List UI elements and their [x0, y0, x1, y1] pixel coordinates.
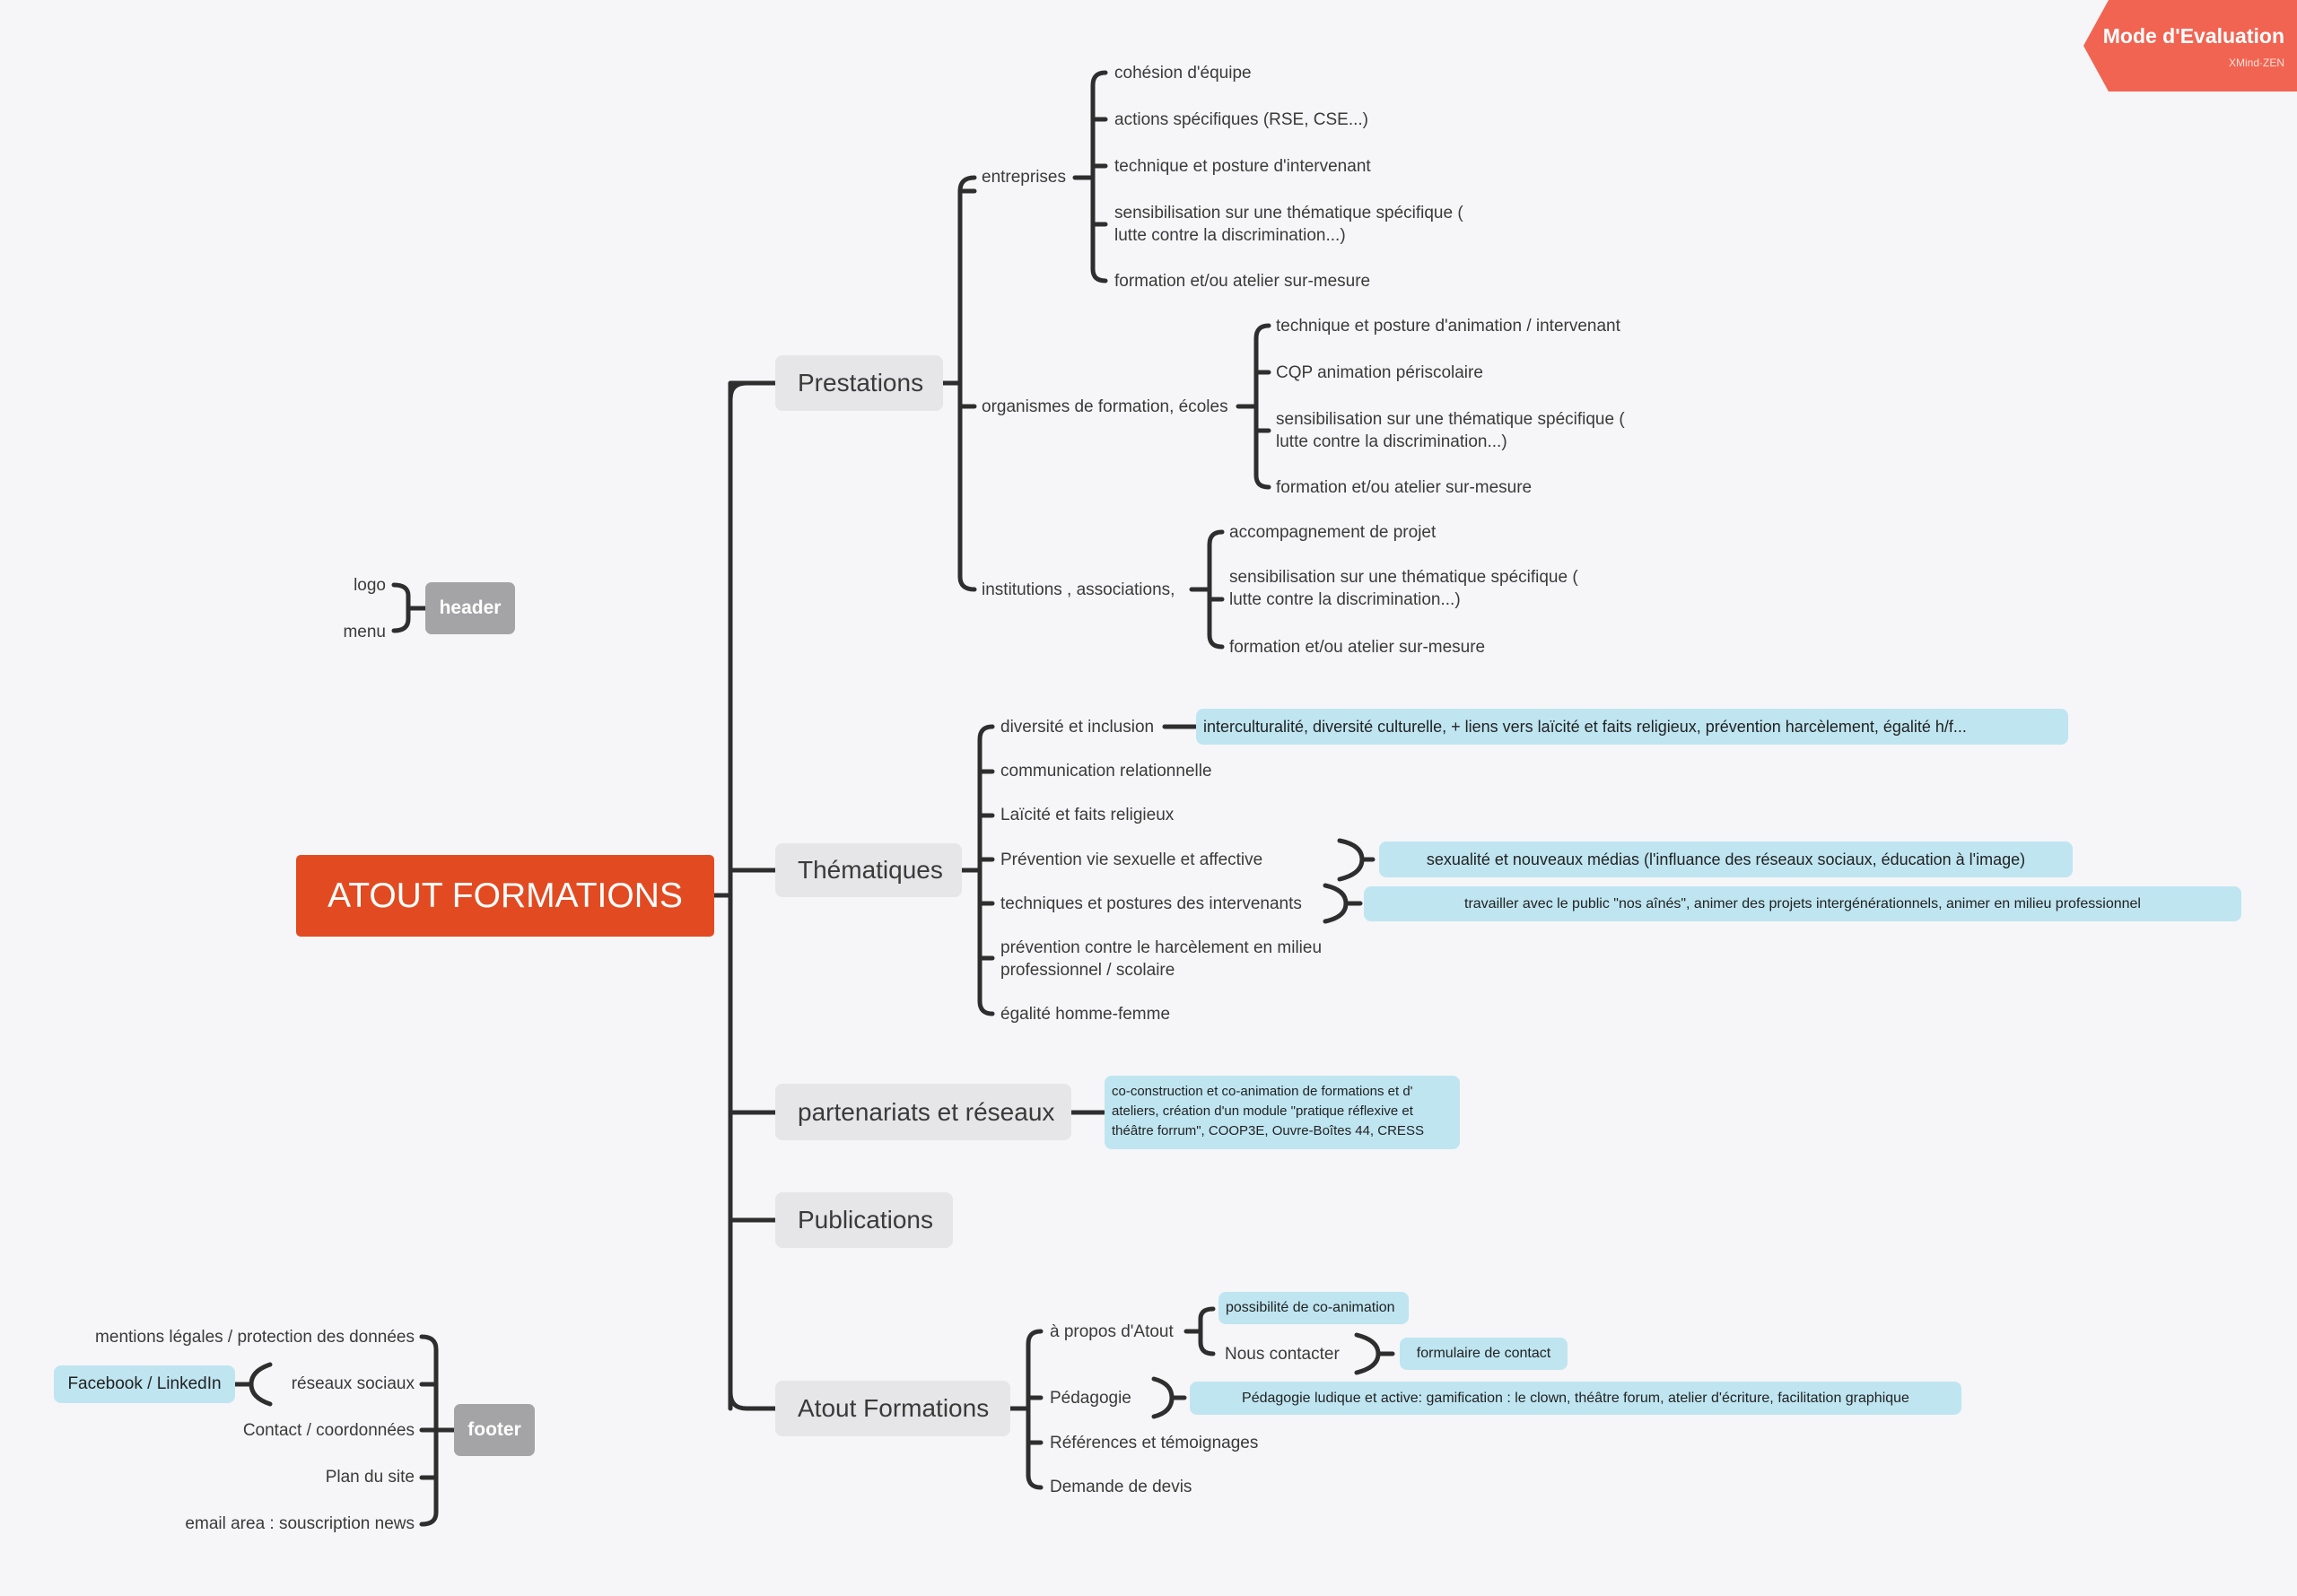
- topic-atout-formations[interactable]: Atout Formations: [775, 1381, 1010, 1436]
- badge-title: Mode d'Evaluation: [2102, 24, 2284, 48]
- badge-shape: [2083, 0, 2297, 92]
- list-item[interactable]: formation et/ou atelier sur-mesure: [1114, 272, 1371, 291]
- subtopic-organismes[interactable]: organismes de formation, écoles: [982, 397, 1228, 416]
- footer-item[interactable]: réseaux sociaux: [291, 1374, 415, 1393]
- topic-prestations[interactable]: Prestations: [775, 355, 943, 411]
- note-coanimation[interactable]: possibilité de co-animation: [1218, 1292, 1409, 1324]
- header-node[interactable]: header: [425, 582, 515, 634]
- note-prevention[interactable]: sexualité et nouveaux médias (l'influanc…: [1379, 842, 2073, 877]
- subtopic-institutions[interactable]: institutions , associations,: [982, 580, 1175, 599]
- list-item[interactable]: cohésion d'équipe: [1114, 64, 1252, 83]
- list-item[interactable]: technique et posture d'intervenant: [1114, 157, 1371, 176]
- footer-item[interactable]: mentions légales / protection des donnée…: [95, 1328, 415, 1347]
- subtopic-devis[interactable]: Demande de devis: [1050, 1478, 1192, 1496]
- list-item[interactable]: prévention contre le harcèlement en mili…: [1000, 938, 1323, 980]
- note-social-links[interactable]: Facebook / LinkedIn: [54, 1365, 235, 1403]
- root-topic[interactable]: ATOUT FORMATIONS: [296, 855, 714, 937]
- topic-partenariats[interactable]: partenariats et réseaux: [775, 1084, 1071, 1140]
- list-item[interactable]: communication relationnelle: [1000, 762, 1212, 781]
- header-item-menu[interactable]: menu: [343, 623, 386, 641]
- footer-item[interactable]: email area : souscription news: [185, 1514, 415, 1533]
- list-item[interactable]: actions spécifiques (RSE, CSE...): [1114, 110, 1368, 129]
- list-item[interactable]: sensibilisation sur une thématique spéci…: [1276, 410, 1625, 451]
- subtopic-references[interactable]: Références et témoignages: [1050, 1434, 1259, 1452]
- note-techniques[interactable]: travailler avec le public "nos aînés", a…: [1364, 886, 2241, 921]
- topic-publications[interactable]: Publications: [775, 1192, 953, 1248]
- list-item[interactable]: Prévention vie sexuelle et affective: [1000, 850, 1263, 869]
- note-diversite[interactable]: interculturalité, diversité culturelle, …: [1196, 709, 2068, 745]
- footer-item[interactable]: Plan du site: [325, 1468, 415, 1487]
- list-item[interactable]: technique et posture d'animation / inter…: [1276, 317, 1620, 336]
- list-item[interactable]: sensibilisation sur une thématique spéci…: [1114, 204, 1463, 245]
- note-partenariats[interactable]: co-construction et co-animation de forma…: [1105, 1076, 1460, 1149]
- header-item-logo[interactable]: logo: [354, 576, 386, 595]
- note-formulaire[interactable]: formulaire de contact: [1400, 1338, 1568, 1370]
- list-item[interactable]: CQP animation périscolaire: [1276, 363, 1483, 382]
- badge-subtitle: XMind·ZEN: [2228, 57, 2284, 69]
- topic-thematiques[interactable]: Thématiques: [775, 843, 962, 897]
- list-item[interactable]: sensibilisation sur une thématique spéci…: [1229, 568, 1578, 609]
- footer-node[interactable]: footer: [454, 1404, 535, 1456]
- footer-item[interactable]: Contact / coordonnées: [242, 1421, 415, 1440]
- list-item[interactable]: diversité et inclusion: [1000, 718, 1155, 737]
- subtopic-pedagogie[interactable]: Pédagogie: [1050, 1389, 1131, 1408]
- list-item[interactable]: formation et/ou atelier sur-mesure: [1276, 478, 1533, 497]
- subtopic-a-propos[interactable]: à propos d'Atout: [1050, 1322, 1174, 1341]
- note-pedagogie[interactable]: Pédagogie ludique et active: gamificatio…: [1190, 1382, 1961, 1415]
- list-item[interactable]: accompagnement de projet: [1229, 523, 1437, 542]
- list-item[interactable]: formation et/ou atelier sur-mesure: [1229, 638, 1486, 657]
- subtopic-entreprises[interactable]: entreprises: [982, 168, 1066, 187]
- list-item[interactable]: Laïcité et faits religieux: [1000, 806, 1175, 824]
- subtopic-nous-contacter[interactable]: Nous contacter: [1225, 1345, 1340, 1364]
- list-item[interactable]: égalité homme-femme: [1000, 1005, 1171, 1024]
- list-item[interactable]: techniques et postures des intervenants: [1000, 894, 1302, 913]
- evaluation-mode-badge: Mode d'Evaluation XMind·ZEN: [2083, 0, 2297, 92]
